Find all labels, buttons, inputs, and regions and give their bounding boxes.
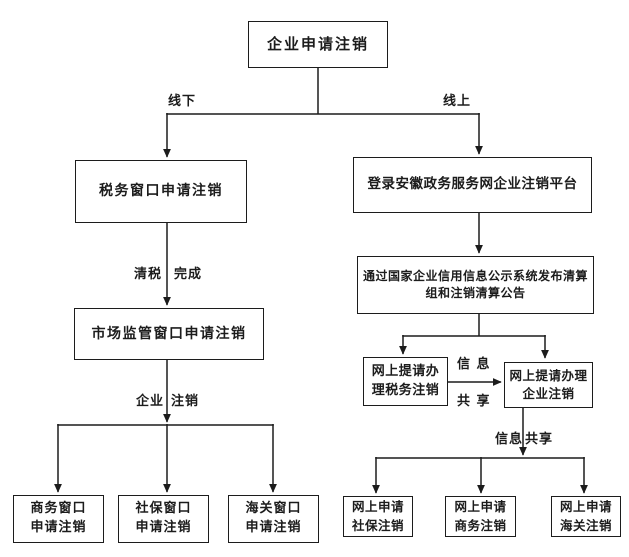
node-online-ent-request: 网上提请办理 企业注销 — [504, 362, 593, 408]
node-tax-window-label: 税务窗口申请注销 — [99, 183, 223, 200]
edge-label-clear-tax-right: 完成 — [174, 267, 203, 282]
node-business-window-line2: 申请注销 — [30, 520, 87, 535]
edge-label-clear-tax-left: 清税 — [134, 267, 163, 282]
branch-label-online: 线上 — [443, 94, 472, 109]
node-customs-window: 海关窗口 申请注销 — [228, 495, 319, 543]
node-customs-window-line1: 海关窗口 — [245, 501, 302, 517]
node-tax-window: 税务窗口申请注销 — [75, 160, 247, 223]
edge-label-info-share-bottom: 共 享 — [457, 394, 491, 409]
node-login-platform-label: 登录安徽政务服务网企业注销平台 — [367, 176, 578, 193]
node-market-supervision-window-label: 市场监管窗口申请注销 — [91, 325, 247, 342]
node-apply-deregistration-label: 企业申请注销 — [266, 34, 369, 53]
node-online-business: 网上申请 商务注销 — [445, 496, 516, 537]
node-business-window-line1: 商务窗口 — [30, 501, 87, 517]
node-online-social-security-line1: 网上申请 — [351, 499, 404, 515]
node-online-customs-line1: 网上申请 — [559, 499, 612, 515]
node-social-security-window: 社保窗口 申请注销 — [118, 495, 209, 543]
node-online-business-line1: 网上申请 — [454, 499, 507, 515]
edge-label-ent-cancel-left: 企业 — [136, 394, 165, 409]
node-online-tax-request-line2: 理税务注销 — [371, 382, 440, 398]
node-publicity-system-line2: 组和注销清算公告 — [425, 286, 526, 300]
node-online-business-line2: 商务注销 — [454, 517, 507, 533]
edge-label-info-share-top: 信 息 — [457, 357, 491, 372]
node-online-customs-line2: 海关注销 — [559, 517, 612, 533]
edge-label-ent-cancel-right: 注销 — [171, 394, 200, 409]
node-online-customs: 网上申请 海关注销 — [551, 496, 621, 537]
edge-label-info-share2-right: 共享 — [525, 432, 554, 447]
node-publicity-system-line1: 通过国家企业信用信息公示系统发布清算 — [362, 268, 588, 283]
edge-label-info-share2-left: 信息 — [495, 432, 524, 447]
node-social-security-window-line2: 申请注销 — [135, 520, 192, 535]
node-apply-deregistration: 企业申请注销 — [248, 21, 388, 68]
node-online-social-security: 网上申请 社保注销 — [343, 496, 413, 537]
node-online-social-security-line2: 社保注销 — [351, 517, 404, 533]
node-customs-window-line2: 申请注销 — [245, 520, 302, 535]
node-online-ent-request-line2: 企业注销 — [522, 386, 575, 401]
branch-label-offline: 线下 — [168, 94, 197, 109]
node-market-supervision-window: 市场监管窗口申请注销 — [74, 308, 264, 360]
node-social-security-window-line1: 社保窗口 — [135, 501, 192, 517]
node-publicity-system: 通过国家企业信用信息公示系统发布清算 组和注销清算公告 — [357, 256, 594, 314]
node-login-platform: 登录安徽政务服务网企业注销平台 — [353, 157, 592, 213]
node-online-ent-request-line1: 网上提请办理 — [509, 367, 588, 383]
node-online-tax-request: 网上提请办 理税务注销 — [363, 357, 448, 406]
node-business-window: 商务窗口 申请注销 — [13, 495, 104, 543]
node-online-tax-request-line1: 网上提请办 — [371, 363, 440, 379]
